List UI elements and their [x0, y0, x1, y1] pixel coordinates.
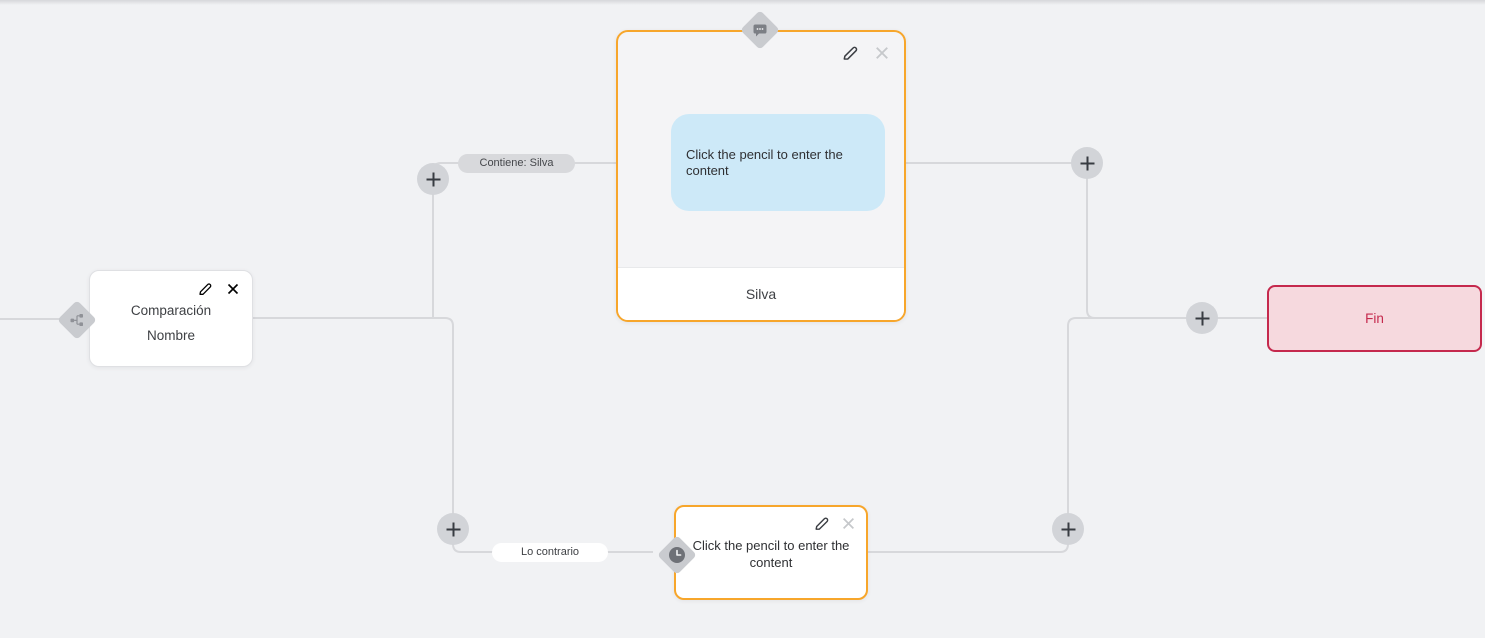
branch-icon: [70, 313, 84, 327]
delay-node[interactable]: Click the pencil to enter the content: [657, 505, 868, 600]
message-bubble: Click the pencil to enter the content: [671, 114, 885, 211]
delete-node-button[interactable]: [842, 517, 855, 533]
add-node-button-after-delay[interactable]: [1052, 513, 1084, 545]
clock-icon: [668, 546, 686, 564]
plus-icon: [1194, 310, 1211, 327]
chat-icon: [752, 22, 768, 38]
message-bubble-text: Click the pencil to enter the content: [686, 146, 843, 178]
edit-node-button[interactable]: [842, 45, 858, 64]
condition-title-line2: Nombre: [146, 328, 195, 343]
edge-label-lo-contrario: Lo contrario: [492, 543, 608, 562]
delete-node-button[interactable]: [227, 283, 239, 298]
add-node-button-after-message[interactable]: [1071, 147, 1103, 179]
message-node-badge: [740, 10, 780, 50]
message-node-footer: Silva: [618, 267, 904, 320]
plus-icon: [1079, 155, 1096, 172]
delay-node-badge: [657, 535, 697, 575]
add-node-button-false-branch[interactable]: [437, 513, 469, 545]
pencil-icon: [814, 516, 829, 534]
condition-node-title: Comparación Nombre: [90, 298, 252, 348]
condition-node-badge: [57, 300, 97, 340]
condition-node[interactable]: Comparación Nombre: [57, 270, 253, 367]
pencil-icon: [198, 282, 212, 299]
edge-message-to-end: [906, 162, 1267, 319]
edge-label-contiene: Contiene: Silva: [458, 154, 575, 173]
add-node-button-true-branch[interactable]: [417, 163, 449, 195]
close-icon: [227, 283, 239, 298]
pencil-icon: [842, 45, 858, 64]
close-icon: [875, 46, 889, 63]
close-icon: [842, 517, 855, 533]
edit-node-button[interactable]: [814, 516, 829, 534]
edit-node-button[interactable]: [198, 282, 212, 299]
condition-title-line1: Comparación: [130, 303, 212, 318]
end-node-label: Fin: [1365, 311, 1384, 326]
edge-delay-to-end: [868, 317, 1186, 553]
add-node-button-before-end[interactable]: [1186, 302, 1218, 334]
edge-true-branch: [432, 162, 616, 318]
delay-node-text: Click the pencil to enter the content: [692, 538, 850, 570]
end-node[interactable]: Fin: [1267, 285, 1482, 352]
plus-icon: [425, 171, 442, 188]
edge-false-branch: [253, 317, 653, 553]
delete-node-button[interactable]: [875, 46, 889, 63]
message-node[interactable]: Click the pencil to enter the content Si…: [616, 10, 906, 322]
plus-icon: [1060, 521, 1077, 538]
plus-icon: [445, 521, 462, 538]
